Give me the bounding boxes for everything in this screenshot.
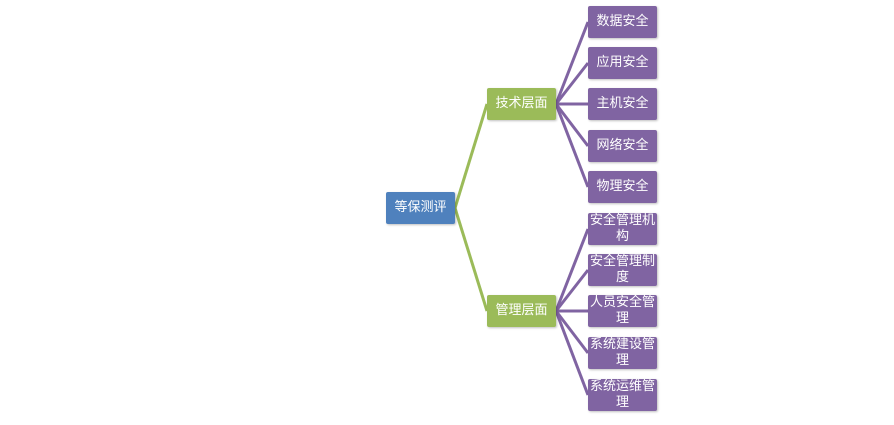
connector-root-to-tech	[453, 103, 489, 209]
leaf-node-system-construction: 系统建设管理	[588, 337, 657, 369]
leaf-node-data-security: 数据安全	[588, 6, 657, 38]
leaf-node-physical-security: 物理安全	[588, 171, 657, 203]
leaf-node-personnel-security: 人员安全管理	[588, 295, 657, 327]
connector-root-to-mgmt	[453, 207, 489, 312]
branch-node-management: 管理层面	[487, 295, 556, 327]
root-node: 等保测评	[386, 192, 455, 224]
leaf-node-host-security: 主机安全	[588, 88, 657, 120]
leaf-node-network-security: 网络安全	[588, 130, 657, 162]
leaf-node-app-security: 应用安全	[588, 47, 657, 79]
branch-node-tech: 技术层面	[487, 88, 556, 120]
leaf-node-system-operations: 系统运维管理	[588, 379, 657, 411]
connectors-mgmt-leaves	[554, 228, 590, 396]
leaf-node-security-org: 安全管理机构	[588, 213, 657, 245]
connectors-tech-leaves	[554, 21, 590, 188]
leaf-node-security-policy: 安全管理制度	[588, 254, 657, 286]
